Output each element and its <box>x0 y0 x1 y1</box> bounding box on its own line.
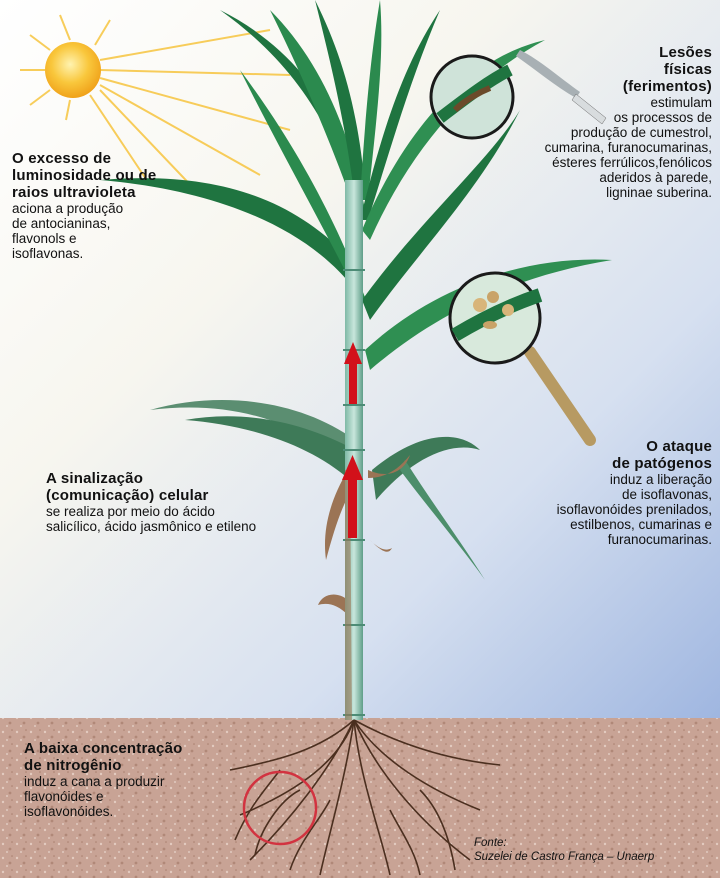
signal-heading-1: A sinalização <box>46 470 256 487</box>
injury-body-6: aderidos à parede, <box>545 170 712 185</box>
pathogen-body-1: induz a liberação <box>557 472 712 487</box>
injury-body-5: ésteres ferrúlicos,fenólicos <box>545 155 712 170</box>
nitrogen-body-2: flavonóides e <box>24 789 183 804</box>
light-body-3: flavonols e <box>12 231 156 246</box>
signal-body-2: salicílico, ácido jasmônico e etileno <box>46 519 256 534</box>
light-body-1: aciona a produção <box>12 201 156 216</box>
pathogen-body-3: isoflavonóides prenilados, <box>557 502 712 517</box>
light-heading-1: O excesso de <box>12 150 156 167</box>
light-body-2: de antocianinas, <box>12 216 156 231</box>
annotation-pathogen: O ataque de patógenos induz a liberação … <box>557 438 712 547</box>
injury-body-4: cumarina, furanocumarinas, <box>545 140 712 155</box>
nitrogen-body-1: induz a cana a produzir <box>24 774 183 789</box>
plant-stem <box>343 180 365 720</box>
annotation-signaling: A sinalização (comunicação) celular se r… <box>46 470 256 534</box>
magnifier-icon <box>431 56 513 138</box>
source-author: Suzelei de Castro França – Unaerp <box>474 850 654 864</box>
nitrogen-heading-2: de nitrogênio <box>24 757 183 774</box>
injury-heading-2: físicas <box>545 61 712 78</box>
nitrogen-heading-1: A baixa concentração <box>24 740 183 757</box>
source-label: Fonte: <box>474 836 654 850</box>
injury-heading-1: Lesões <box>545 44 712 61</box>
injury-body-2: os processos de <box>545 110 712 125</box>
signal-heading-2: (comunicação) celular <box>46 487 256 504</box>
injury-body-7: ligninae suberina. <box>545 185 712 200</box>
nitrogen-body-3: isoflavonóides. <box>24 804 183 819</box>
source-credit: Fonte: Suzelei de Castro França – Unaerp <box>474 836 654 864</box>
annotation-injury: Lesões físicas (ferimentos) estimulam os… <box>545 44 712 200</box>
annotation-nitrogen: A baixa concentração de nitrogênio induz… <box>24 740 183 819</box>
pathogen-body-5: furanocumarinas. <box>557 532 712 547</box>
pathogen-body-2: de isoflavonas, <box>557 487 712 502</box>
light-heading-2: luminosidade ou de <box>12 167 156 184</box>
injury-heading-3: (ferimentos) <box>545 78 712 95</box>
light-body-4: isoflavonas. <box>12 246 156 261</box>
signal-body-1: se realiza por meio do ácido <box>46 504 256 519</box>
annotation-light: O excesso de luminosidade ou de raios ul… <box>12 150 156 261</box>
light-heading-3: raios ultravioleta <box>12 184 156 201</box>
pathogen-body-4: estilbenos, cumarinas e <box>557 517 712 532</box>
pathogen-heading-2: de patógenos <box>557 455 712 472</box>
injury-body-1: estimulam <box>545 95 712 110</box>
pathogen-heading-1: O ataque <box>557 438 712 455</box>
injury-body-3: produção de cumestrol, <box>545 125 712 140</box>
